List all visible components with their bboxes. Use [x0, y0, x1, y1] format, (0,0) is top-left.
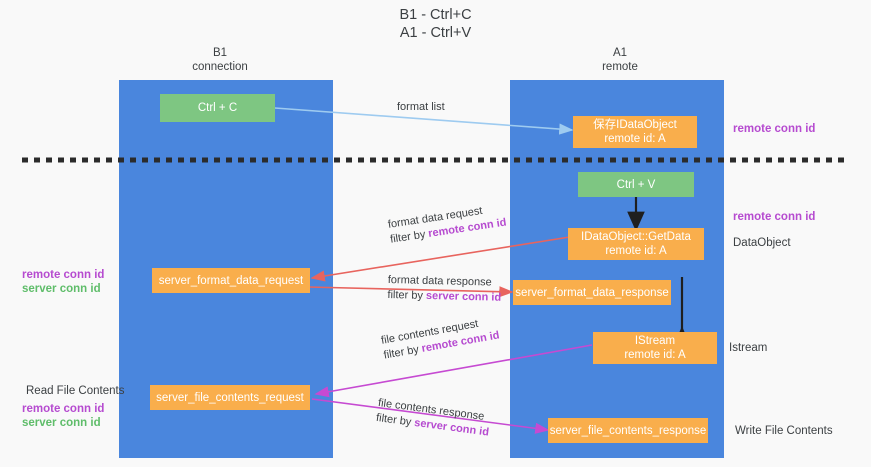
box-save-idataobject-line-2: remote id: A — [604, 133, 666, 145]
annotation-read-file-contents: Read File Contents — [26, 385, 125, 397]
box-server-format-data-request[interactable]: server_format_data_request — [152, 268, 310, 293]
annotation-left-file-server-conn-id: server conn id — [22, 417, 101, 429]
box-server-file-contents-request[interactable]: server_file_contents_request — [150, 385, 310, 410]
annotation-left-format-server-conn-id: server conn id — [22, 283, 101, 295]
box-getdata-line-1: IDataObject::GetData — [581, 231, 691, 243]
box-ctrl-v[interactable]: Ctrl + V — [578, 172, 694, 197]
box-istream[interactable]: IStream remote id: A — [593, 332, 717, 364]
edge-filter-prefix: filter by — [375, 411, 416, 429]
column-header-a1-sub: remote — [602, 61, 638, 73]
column-header-b1-name: B1 — [212, 47, 228, 59]
edge-label-format-data-response-filter: filter by server conn id — [387, 288, 501, 306]
annotation-left-format-remote-conn-id: remote conn id — [22, 269, 105, 281]
edge-label-format-data-request: format data request filter by remote con… — [387, 201, 508, 248]
annotation-left-file-remote-conn-id: remote conn id — [22, 403, 105, 415]
box-ctrl-c[interactable]: Ctrl + C — [160, 94, 275, 122]
box-server-format-data-request-label: server_format_data_request — [158, 274, 304, 287]
box-save-idataobject[interactable]: 保存IDataObject remote id: A — [573, 116, 697, 148]
annotation-remote-conn-id-top: remote conn id — [733, 123, 816, 135]
box-ctrl-c-label: Ctrl + C — [197, 102, 238, 114]
annotation-write-file-contents: Write File Contents — [735, 425, 833, 437]
column-header-b1-sub: connection — [192, 61, 248, 73]
annotation-dataobject: DataObject — [733, 237, 791, 249]
box-getdata-line-2: remote id: A — [605, 245, 667, 257]
edge-filter-prefix: filter by — [387, 288, 427, 302]
box-server-file-contents-response-label: server_file_contents_response — [549, 424, 707, 437]
page-title: B1 - Ctrl+C A1 - Ctrl+V — [0, 6, 871, 42]
title-line-2: A1 - Ctrl+V — [399, 25, 472, 41]
box-server-file-contents-response[interactable]: server_file_contents_response — [548, 418, 708, 443]
edge-filter-value: server conn id — [425, 289, 502, 304]
edge-label-file-contents-response: file contents response filter by server … — [375, 396, 492, 441]
column-header-a1: A1 remote — [555, 46, 685, 74]
annotation-istream: Istream — [729, 342, 768, 354]
box-idataobject-getdata[interactable]: IDataObject::GetData remote id: A — [568, 228, 704, 260]
column-header-a1-name: A1 — [612, 47, 628, 59]
box-server-format-data-response-label: server_format_data_response — [515, 286, 669, 299]
box-server-file-contents-request-label: server_file_contents_request — [156, 391, 304, 404]
box-save-idataobject-line-1: 保存IDataObject — [593, 119, 677, 131]
annotation-remote-conn-id-mid: remote conn id — [733, 211, 816, 223]
edge-label-format-list: format list — [397, 101, 445, 113]
box-istream-line-2: remote id: A — [624, 349, 686, 361]
box-ctrl-v-label: Ctrl + V — [616, 178, 656, 191]
box-server-format-data-response[interactable]: server_format_data_response — [513, 280, 671, 305]
title-line-1: B1 - Ctrl+C — [399, 7, 472, 23]
edge-label-format-data-response: format data response filter by server co… — [387, 273, 501, 306]
edge-label-file-contents-request: file contents request filter by remote c… — [380, 314, 501, 364]
box-istream-line-1: IStream — [634, 335, 676, 347]
column-header-b1: B1 connection — [155, 46, 285, 74]
